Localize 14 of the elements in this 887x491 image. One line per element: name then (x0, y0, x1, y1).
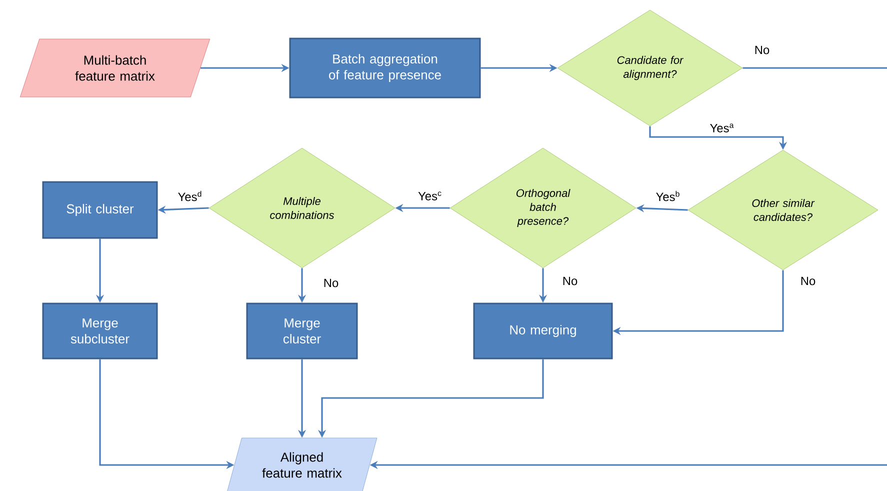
input-parallelogram: Multi-batch feature matrix (20, 38, 210, 98)
edge-label: No (322, 278, 340, 288)
edge-label: No (799, 276, 817, 286)
process-box: Merge cluster (246, 302, 358, 360)
edge-label: Yes$^{d}$ (176, 190, 204, 202)
edge-label: Yes$^{c}$ (417, 190, 443, 202)
edge-label: No (753, 44, 771, 56)
process-box: Split cluster (42, 181, 158, 239)
process-box: Merge subcluster (42, 302, 158, 360)
edge-label: No (561, 276, 579, 286)
process-box: Batch aggregation of feature presence (289, 38, 481, 98)
output-parallelogram: Aligned feature matrix (226, 438, 378, 491)
process-box: No merging (473, 302, 613, 360)
edge-label: Yes$^{b}$ (654, 190, 682, 202)
